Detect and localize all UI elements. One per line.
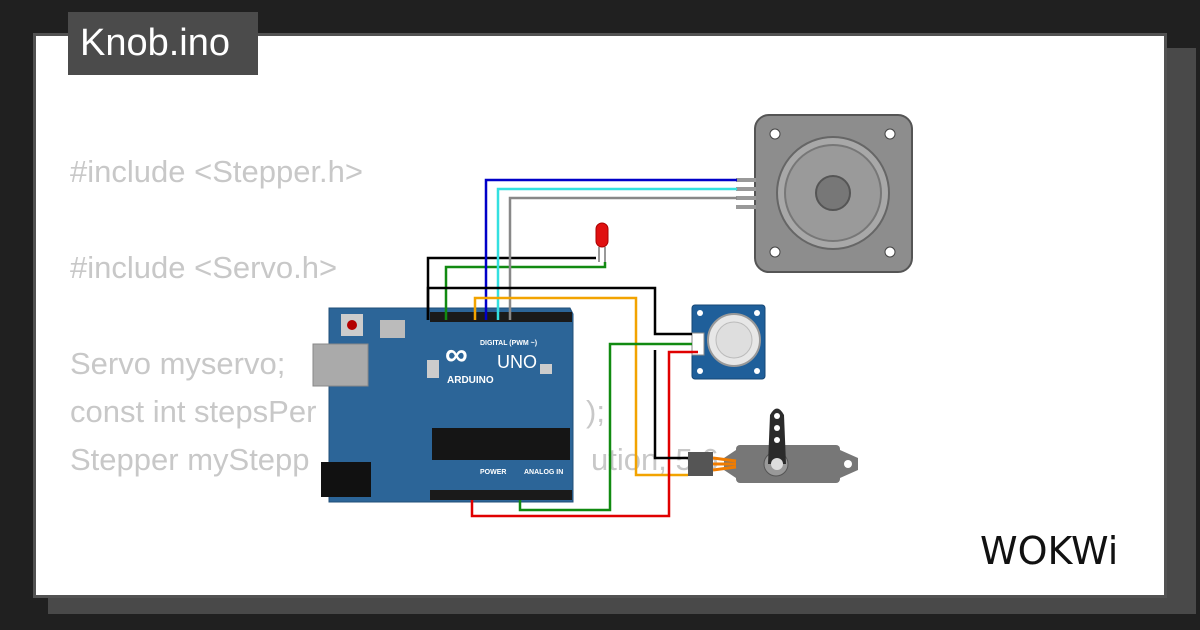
arduino-uno-board[interactable]: ∞ UNO ARDUINO DIGITAL (PWM ~) POWER ANAL…: [312, 307, 574, 503]
analog-label: ANALOG IN: [524, 469, 563, 476]
code-line-4-tail: );: [586, 394, 605, 429]
code-line-3: Servo myservo;: [70, 346, 286, 381]
preview-card: #include <Stepper.h> #include <Servo.h> …: [33, 33, 1167, 598]
power-label: POWER: [480, 469, 506, 476]
stepper-motor[interactable]: [736, 114, 913, 273]
power-jack: [321, 462, 371, 497]
logo-text: WOKWi: [980, 529, 1118, 573]
potentiometer[interactable]: [691, 304, 766, 380]
servo-motor[interactable]: [688, 408, 858, 484]
code-line-4: const int stepsPer: [70, 394, 317, 429]
wokwi-logo: WOKWi: [980, 529, 1118, 573]
board-brand: ARDUINO: [447, 375, 494, 386]
wires: [426, 178, 737, 518]
code-line-5: Stepper myStepp: [70, 442, 310, 477]
digital-label: DIGITAL (PWM ~): [480, 340, 537, 347]
project-title: Knob.ino: [68, 12, 258, 75]
usb-connector: [312, 343, 369, 387]
code-line-2: #include <Servo.h>: [70, 250, 338, 285]
code-line-1: #include <Stepper.h>: [70, 154, 364, 189]
board-model: UNO: [497, 352, 537, 372]
arduino-infinity-logo: ∞: [445, 336, 468, 372]
red-led[interactable]: [595, 222, 609, 262]
